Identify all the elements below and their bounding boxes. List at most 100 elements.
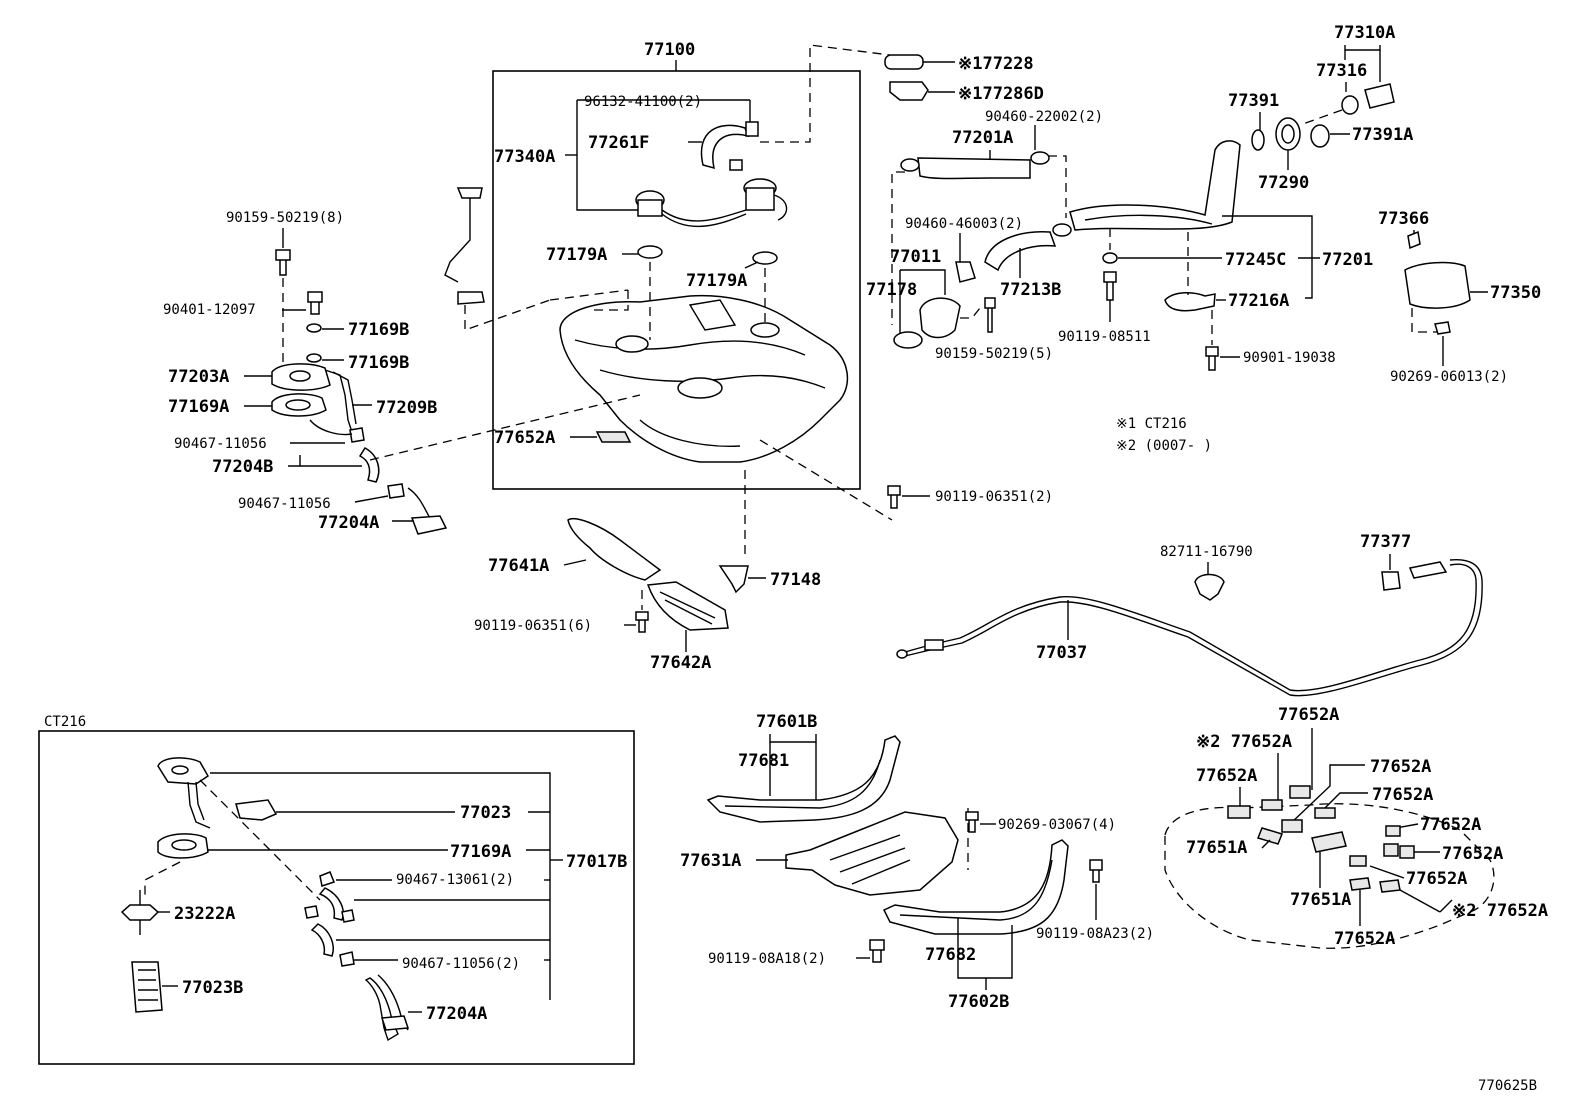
note-1: ※1 CT216: [1116, 416, 1187, 432]
part-label-77602B: 77602B: [948, 992, 1009, 1012]
bolt-90159-50219-8: [275, 249, 291, 276]
cable-end-77377: [1408, 561, 1448, 579]
pad-label-77652A-e: 77652A: [1442, 844, 1503, 864]
part-label-82711-16790: 82711-16790: [1160, 544, 1253, 560]
part-label-90119-08511: 90119-08511: [1058, 329, 1151, 345]
part-label-77391: 77391: [1228, 91, 1279, 111]
gasket-77178: [893, 331, 923, 349]
ct-pump-23222A: [120, 904, 160, 921]
ct-hose-2: [310, 923, 334, 957]
part-label-77652A-tank: 77652A: [494, 428, 555, 448]
ct-part-77023: [235, 799, 278, 821]
tank-pad-77652A: [595, 431, 632, 443]
part-label-90460-46003: 90460-46003(2): [905, 216, 1023, 232]
clamp-c: [1052, 223, 1072, 237]
part-label-77204A: 77204A: [318, 513, 379, 533]
ct-hose-1: [318, 887, 344, 921]
grommet-77245C: [1102, 252, 1118, 264]
part-label-77201: 77201: [1322, 250, 1373, 270]
part-label-77017B: 77017B: [566, 852, 627, 872]
pad-label-77652A-a: 77652A: [1196, 766, 1257, 786]
grommet-77179A-1: [637, 245, 663, 259]
grommet-77179A-2: [752, 251, 778, 265]
ct216-box-label: CT216: [44, 714, 86, 730]
pad-label-77652A-b: 77652A: [1370, 757, 1431, 777]
hose-clip: [745, 121, 759, 137]
pad-label-77652A-d: 77652A: [1420, 815, 1481, 835]
protector-77631A: [785, 811, 959, 896]
cable-77037: [904, 563, 1477, 692]
part-label-77204B: 77204B: [212, 457, 273, 477]
part-label-90467-11056-2: 90467-11056: [238, 496, 331, 512]
cable-adjuster: [924, 639, 944, 651]
ct-clip-1: [319, 871, 335, 887]
part-label-90119-08A23: 90119-08A23(2): [1036, 926, 1154, 942]
pipe-77204A: [410, 515, 448, 535]
part-label-77245C: 77245C: [1225, 250, 1286, 270]
part-label-77011: 77011: [890, 247, 941, 267]
bracket-77148: [718, 565, 749, 594]
lock-77377: [1381, 571, 1401, 591]
pad-label-77652A-n2b: ※2 77652A: [1452, 901, 1548, 921]
pad-label-77652A-n2a: ※2 77652A: [1196, 732, 1292, 752]
ct-clip-4: [339, 951, 355, 967]
part-label-77350: 77350: [1490, 283, 1541, 303]
part-label-77340A: 77340A: [494, 147, 555, 167]
part-label-23222A: 23222A: [174, 904, 235, 924]
bracket-77216A: [1164, 292, 1216, 312]
part-label-77169B-2: 77169B: [348, 353, 409, 373]
part-label-77169A-ct: 77169A: [450, 842, 511, 862]
bolt-90159-50219-5: [984, 297, 996, 333]
part-label-77209B: 77209B: [376, 398, 437, 418]
part-label-96132-41100: 96132-41100(2): [584, 94, 702, 110]
filler-pipe-77201: [1069, 140, 1241, 231]
part-label-77178: 77178: [866, 280, 917, 300]
ct-pipe-77204A: [364, 977, 399, 1042]
part-label-77201A: 77201A: [952, 128, 1013, 148]
tank-port-1: [615, 335, 649, 353]
part-label-90159-50219-8: 90159-50219(8): [226, 210, 344, 226]
bolt-90119-08A23: [1089, 859, 1103, 883]
part-label-77213B: 77213B: [1000, 280, 1061, 300]
part-label-77179A-1: 77179A: [546, 245, 607, 265]
ct-clip-2: [341, 909, 355, 923]
part-label-177228: ※177228: [958, 54, 1034, 74]
washer-77169B-2: [306, 353, 322, 363]
part-label-77310A: 77310A: [1334, 23, 1395, 43]
clip-77366: [1407, 230, 1421, 250]
bolt-90401-12097: [307, 291, 323, 315]
pad-label-77651A-1: 77651A: [1186, 838, 1247, 858]
pad-label-77652A-c: 77652A: [1372, 785, 1433, 805]
part-label-77642A: 77642A: [650, 653, 711, 673]
part-label-77391A: 77391A: [1352, 125, 1413, 145]
part-label-177286D: ※177286D: [958, 84, 1044, 104]
ct-clip-3: [304, 905, 319, 919]
clamp-a: [900, 158, 920, 172]
tank-pump-opening: [677, 377, 723, 399]
hose-clip-2: [729, 159, 743, 171]
part-label-77681: 77681: [738, 751, 789, 771]
part-label-77169A: 77169A: [168, 397, 229, 417]
part-label-77023: 77023: [460, 803, 511, 823]
vent-valve-1-body: [637, 199, 663, 217]
pad-label-77652A-g: 77652A: [1334, 929, 1395, 949]
part-label-77641A: 77641A: [488, 556, 549, 576]
part-label-77601B: 77601B: [756, 712, 817, 732]
tank-strap-77601B: [706, 735, 901, 823]
screw-90269-03067: [965, 811, 979, 833]
gasket-77316: [1341, 95, 1359, 115]
clamp-90467-11056-2: [387, 483, 405, 499]
hose-77213B: [984, 231, 1057, 272]
sender-top: [456, 187, 483, 199]
pad-label-77652A-f: 77652A: [1406, 869, 1467, 889]
clamp-b: [1030, 151, 1050, 165]
part-label-77316: 77316: [1316, 61, 1367, 81]
sender-float: [457, 291, 485, 305]
part-label-77377: 77377: [1360, 532, 1411, 552]
bolt-90119-08511: [1103, 271, 1117, 301]
washer-77169B-1: [306, 323, 322, 333]
part-label-77148: 77148: [770, 570, 821, 590]
ring-77391A: [1310, 124, 1330, 148]
clip-90460-46003: [955, 261, 976, 283]
